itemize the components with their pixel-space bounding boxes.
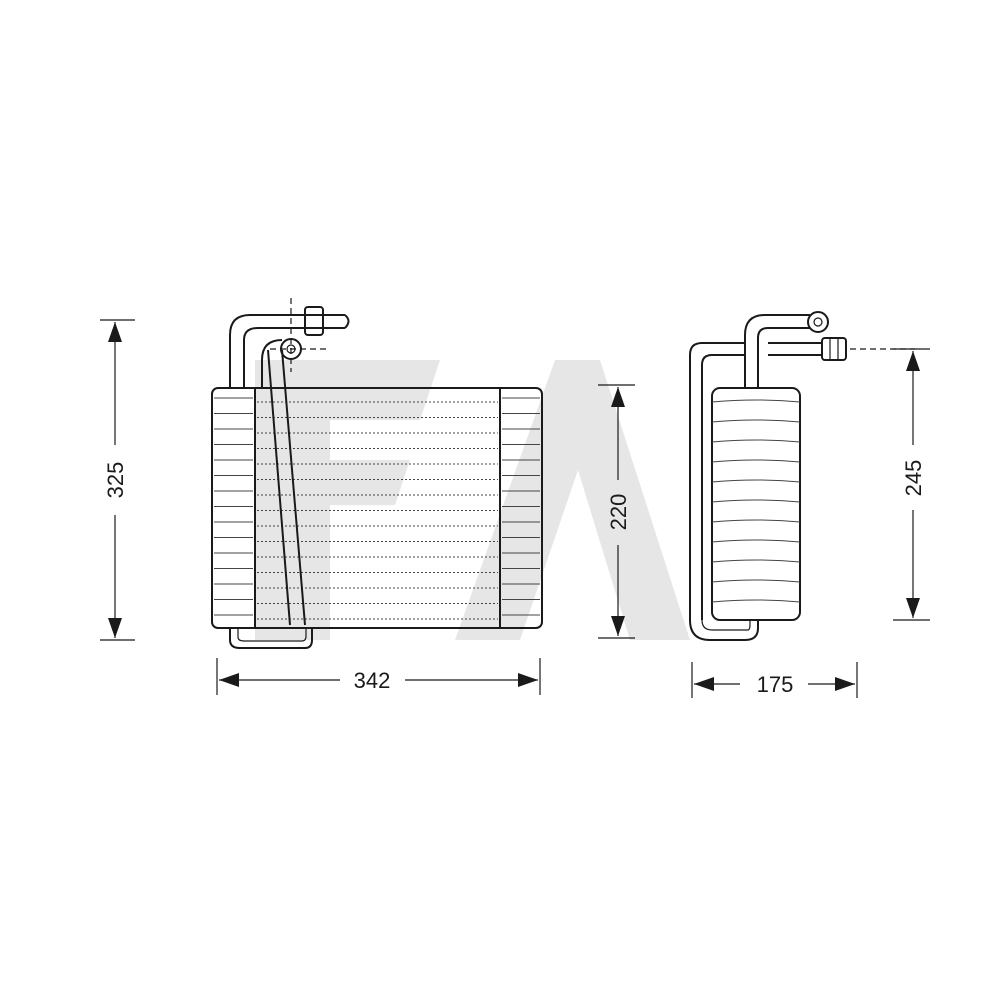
dimension-side-height: 245: [893, 348, 930, 621]
side-core-fins: [711, 399, 801, 603]
dim-label-220: 220: [606, 494, 631, 531]
dim-label-175: 175: [757, 672, 794, 697]
front-core-fins: [214, 397, 540, 620]
front-view-evaporator: [211, 298, 543, 649]
side-view-evaporator: [689, 311, 915, 641]
dim-label-342: 342: [354, 668, 391, 693]
dimension-front-width: 342: [216, 658, 541, 695]
dim-label-245: 245: [901, 460, 926, 497]
dimension-front-height: 325: [100, 319, 135, 641]
dimension-core-height: 220: [598, 384, 635, 639]
dim-label-325: 325: [103, 462, 128, 499]
dimension-side-width: 175: [691, 662, 858, 698]
